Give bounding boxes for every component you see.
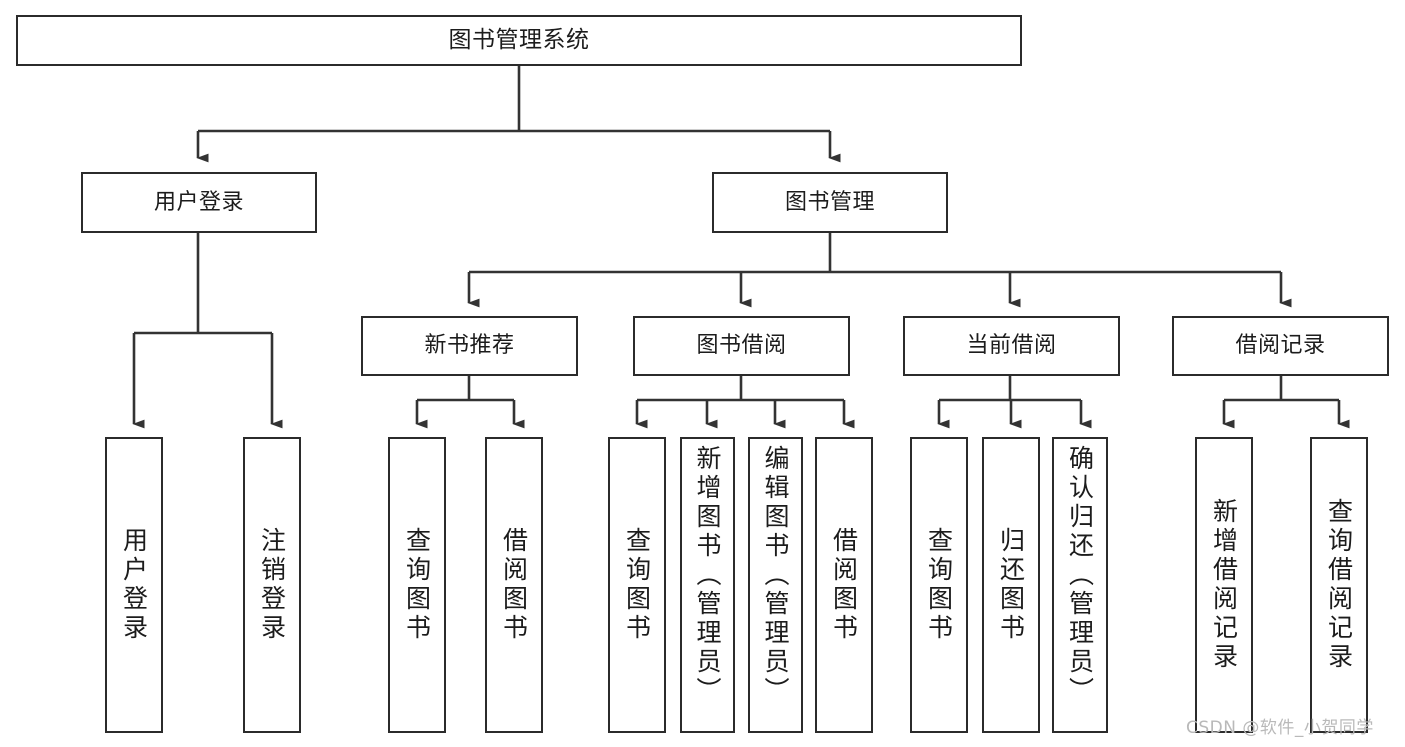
node-new-book-recommend[interactable]: 新书推荐 <box>361 316 578 376</box>
node-user-login-label: 用户登录 <box>153 189 244 215</box>
node-book-manage[interactable]: 图书管理 <box>712 172 948 233</box>
node-current-borrow[interactable]: 当前借阅 <box>903 316 1120 376</box>
node-leaf-return-book-label: 归还图书 <box>996 527 1026 643</box>
node-leaf-query-book-3-label: 查询图书 <box>924 527 954 643</box>
node-leaf-logout-login-label: 注销登录 <box>257 527 287 643</box>
node-leaf-confirm-return[interactable]: 确认归还（管理员） <box>1052 437 1108 733</box>
node-book-borrow-label: 图书借阅 <box>696 333 787 359</box>
node-leaf-add-book-label: 新增图书（管理员） <box>693 445 722 706</box>
node-leaf-query-book-1-label: 查询图书 <box>402 527 432 643</box>
node-leaf-borrow-book-1-label: 借阅图书 <box>499 527 529 643</box>
node-leaf-query-record-label: 查询借阅记录 <box>1324 498 1354 672</box>
node-leaf-query-book-1[interactable]: 查询图书 <box>388 437 446 733</box>
node-leaf-user-login[interactable]: 用户登录 <box>105 437 163 733</box>
node-book-manage-label: 图书管理 <box>784 189 875 215</box>
node-leaf-borrow-book-2[interactable]: 借阅图书 <box>815 437 873 733</box>
node-leaf-borrow-book-2-label: 借阅图书 <box>829 527 859 643</box>
node-user-login[interactable]: 用户登录 <box>81 172 317 233</box>
node-borrow-record-label: 借阅记录 <box>1235 333 1326 359</box>
node-leaf-return-book[interactable]: 归还图书 <box>982 437 1040 733</box>
node-root-label: 图书管理系统 <box>448 26 590 53</box>
node-book-borrow[interactable]: 图书借阅 <box>633 316 850 376</box>
node-leaf-confirm-return-label: 确认归还（管理员） <box>1065 445 1095 706</box>
watermark-text: CSDN @软件_小贺同学 <box>1186 718 1374 738</box>
node-leaf-edit-book-label: 编辑图书（管理员） <box>761 445 790 706</box>
node-leaf-add-record[interactable]: 新增借阅记录 <box>1195 437 1253 733</box>
node-leaf-query-book-2-label: 查询图书 <box>622 527 652 643</box>
node-leaf-query-record[interactable]: 查询借阅记录 <box>1310 437 1368 733</box>
node-leaf-add-record-label: 新增借阅记录 <box>1209 498 1239 672</box>
node-leaf-edit-book[interactable]: 编辑图书（管理员） <box>748 437 803 733</box>
node-borrow-record[interactable]: 借阅记录 <box>1172 316 1389 376</box>
node-new-book-recommend-label: 新书推荐 <box>424 333 515 359</box>
node-leaf-borrow-book-1[interactable]: 借阅图书 <box>485 437 543 733</box>
node-leaf-query-book-3[interactable]: 查询图书 <box>910 437 968 733</box>
node-root[interactable]: 图书管理系统 <box>16 15 1022 66</box>
node-current-borrow-label: 当前借阅 <box>966 333 1057 359</box>
node-leaf-add-book[interactable]: 新增图书（管理员） <box>680 437 735 733</box>
node-leaf-query-book-2[interactable]: 查询图书 <box>608 437 666 733</box>
node-leaf-user-login-label: 用户登录 <box>119 527 149 643</box>
node-leaf-logout-login[interactable]: 注销登录 <box>243 437 301 733</box>
